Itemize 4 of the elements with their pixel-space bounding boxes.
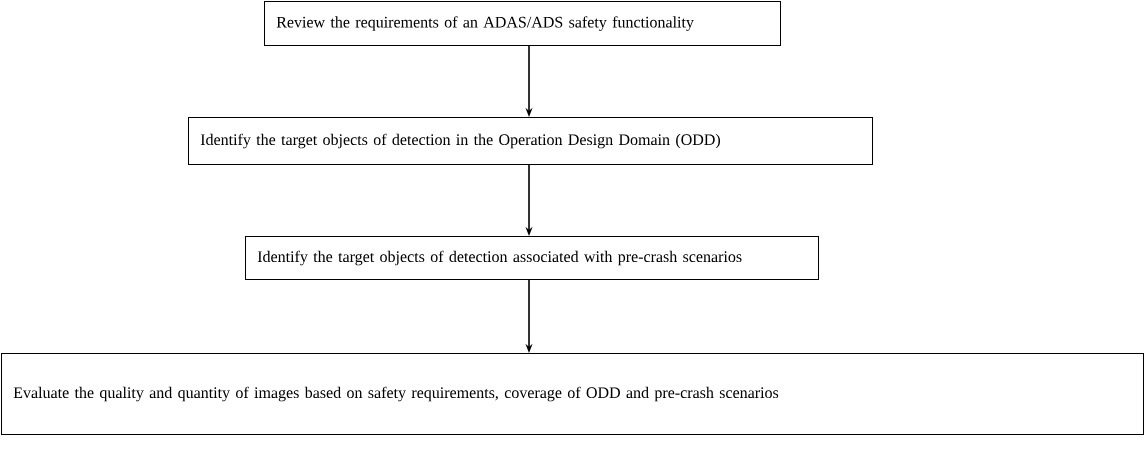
process-box: Identify the target objects of detection associated with pre-crash scenarios	[245, 236, 819, 280]
process-box: Identify the target objects of detection in the Operation Design Domain (ODD)	[188, 117, 873, 165]
process-box: Evaluate the quality and quantity of images based on safety requirements, coverage of ODD and pre-crash scenarios	[1, 353, 1144, 435]
process-box: Review the requirements of an ADAS/ADS safety functionality	[264, 1, 781, 46]
